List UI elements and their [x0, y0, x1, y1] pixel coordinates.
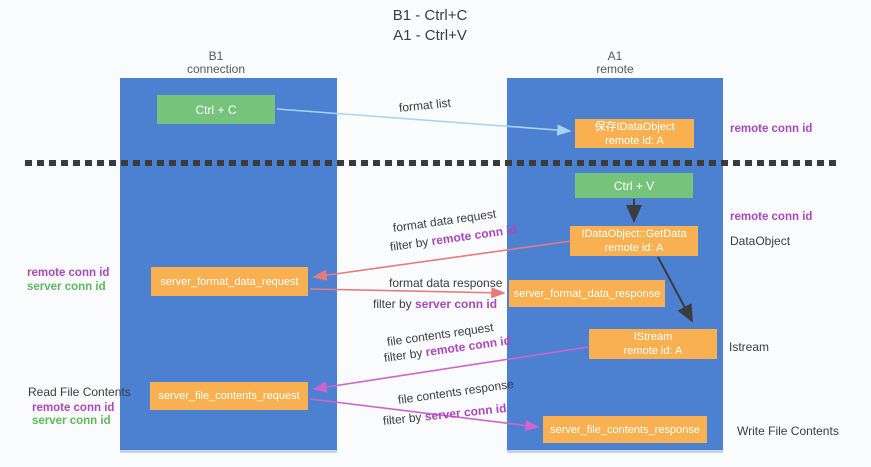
- node-server-format-data-request: server_format_data_request: [151, 267, 308, 296]
- node-save-idataobject: 保存IDataObject remote id: A: [575, 119, 694, 148]
- label-server-conn-id-left-2: server conn id: [32, 415, 111, 427]
- label-remote-conn-id-left-2: remote conn id: [32, 402, 115, 414]
- label-write-file-contents: Write File Contents: [737, 424, 839, 438]
- node-istream: IStream remote id: A: [589, 329, 717, 359]
- label-remote-conn-id-left-1: remote conn id: [27, 267, 110, 279]
- node-ctrl-c: Ctrl + C: [157, 95, 275, 124]
- label-dataobject: DataObject: [730, 234, 791, 248]
- node-file-request-label: server_file_contents_request: [158, 390, 300, 402]
- node-format-response-label: server_format_data_response: [513, 287, 661, 300]
- node-getdata-line2: remote id: A: [604, 242, 664, 254]
- lane-header-b1: B1 connection: [146, 50, 286, 76]
- node-ctrl-c-label: Ctrl + C: [195, 102, 237, 117]
- label-remote-conn-id-right-1: remote conn id: [730, 123, 813, 135]
- label-read-file-contents: Read File Contents: [28, 385, 131, 399]
- node-file-response-label: server_file_contents_response: [550, 423, 700, 436]
- node-server-file-contents-request: server_file_contents_request: [150, 382, 308, 410]
- lane-header-a1: A1 remote: [545, 50, 685, 76]
- node-server-file-contents-response: server_file_contents_response: [543, 416, 707, 443]
- node-istream-line1: IStream: [633, 331, 673, 343]
- label-server-conn-id-left-1: server conn id: [27, 281, 106, 293]
- filter-server-conn-id: server conn id: [424, 401, 508, 424]
- node-ctrl-v-label: Ctrl + V: [613, 178, 655, 193]
- filter-server-conn-id: server conn id: [415, 297, 498, 311]
- lane-b1-name: B1: [208, 49, 224, 63]
- node-getdata-line1: IDataObject::GetData: [581, 228, 687, 240]
- node-server-format-data-response: server_format_data_response: [509, 280, 665, 307]
- node-idataobject-getdata: IDataObject::GetData remote id: A: [570, 226, 698, 256]
- node-ctrl-v: Ctrl + V: [575, 173, 693, 198]
- label-istream: Istream: [729, 340, 770, 354]
- filter-prefix: filter by: [382, 409, 426, 428]
- title-line-1: B1 - Ctrl+C: [392, 7, 468, 24]
- node-istream-line2: remote id: A: [623, 345, 683, 357]
- edge-label-filter-server-1: filter by server conn id: [373, 297, 497, 311]
- lane-a1-name: A1: [607, 49, 623, 63]
- lane-b1-role: connection: [186, 62, 246, 76]
- node-format-request-label: server_format_data_request: [160, 275, 299, 288]
- node-save-idataobject-line2: remote id: A: [605, 134, 664, 147]
- filter-prefix: filter by: [373, 297, 416, 311]
- edge-label-format-data-response: format data response: [389, 276, 503, 290]
- label-remote-conn-id-right-2: remote conn id: [730, 211, 813, 223]
- title-line-2: A1 - Ctrl+V: [393, 27, 467, 44]
- edge-label-format-list: format list: [398, 95, 452, 115]
- filter-prefix: filter by: [389, 234, 433, 254]
- node-save-idataobject-line1: 保存IDataObject: [594, 120, 675, 133]
- phase-divider-dashed-line: [25, 160, 838, 166]
- diagram-title: B1 - Ctrl+C A1 - Ctrl+V: [330, 6, 530, 46]
- lane-a1-role: remote: [596, 62, 634, 76]
